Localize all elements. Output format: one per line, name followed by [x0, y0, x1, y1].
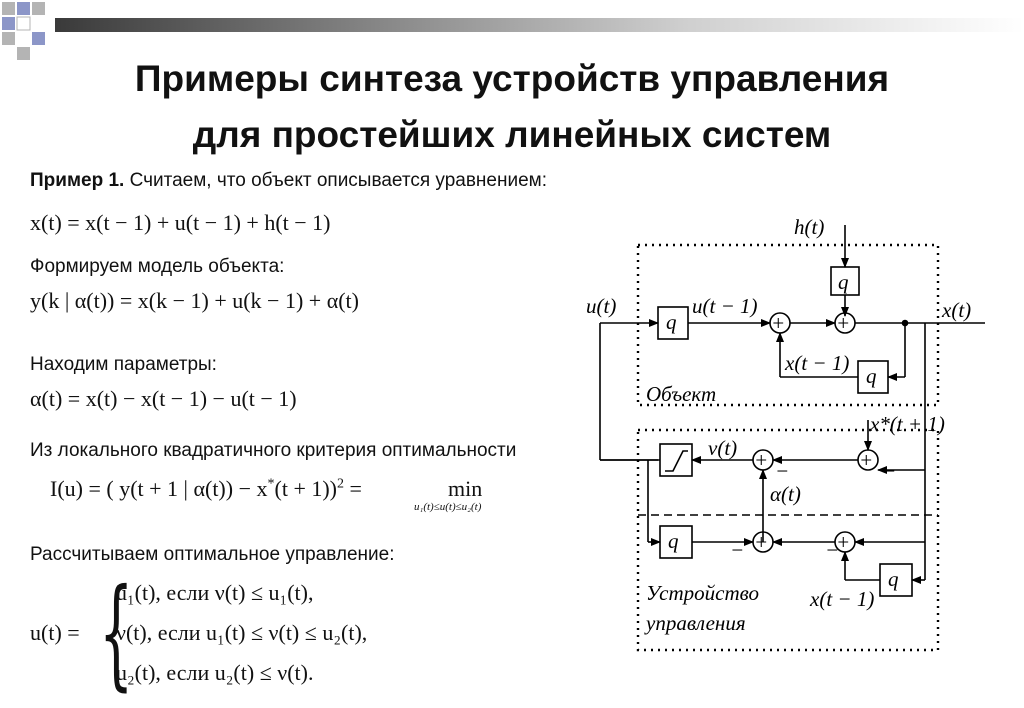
top-bar: [55, 18, 1024, 32]
brace-symbol: {: [99, 564, 134, 703]
label-nu: ν(t): [708, 436, 737, 460]
corner-decoration: [2, 2, 45, 60]
controller-label-2: управления: [644, 611, 746, 635]
control-lhs: u(t) =: [30, 620, 80, 645]
block-diagram: h(t) q u(t) q u(t − 1) + + x(t) x(t − 1)…: [586, 215, 985, 652]
plus-3: +: [754, 448, 768, 472]
label-x: x(t): [941, 298, 971, 322]
criterion-min: min: [448, 476, 483, 501]
q-label-h: q: [838, 270, 849, 294]
plus-2: +: [836, 311, 850, 335]
minus-4: −: [825, 538, 839, 562]
control-case-1: u₁(t), если ν(t) ≤ u₁(t),: [116, 580, 314, 605]
criterion-mid: (t + 1)): [274, 476, 338, 501]
label-xstar: x*(t + 1): [869, 412, 945, 436]
q-label-x-controller: q: [888, 567, 899, 591]
example-text: Считаем, что объект описывается уравнени…: [124, 170, 547, 191]
q-label-u: q: [666, 310, 677, 334]
label-x-delay: x(t − 1): [784, 351, 849, 375]
plus-4: +: [859, 448, 873, 472]
control-case-3: u₂(t), если u₂(t) ≤ ν(t).: [116, 660, 314, 685]
label-u: u(t): [586, 294, 616, 318]
object-boundary: [636, 243, 940, 407]
example-heading: Пример 1. Считаем, что объект описываетс…: [30, 170, 547, 192]
criterion-text: Из локального квадратичного критерия опт…: [30, 440, 517, 461]
object-equation: x(t) = x(t − 1) + u(t − 1) + h(t − 1): [30, 210, 331, 235]
model-text: Формируем модель объекта:: [30, 256, 285, 277]
model-equation: y(k | α(t)) = x(k − 1) + u(k − 1) + α(t): [30, 288, 359, 313]
minus-1: −: [775, 459, 789, 483]
example-label: Пример 1.: [30, 170, 125, 191]
page-title-line1: Примеры синтеза устройств управления: [134, 58, 890, 99]
params-text: Находим параметры:: [30, 354, 217, 375]
params-equation: α(t) = x(t) − x(t − 1) − u(t − 1): [30, 386, 297, 411]
q-label-x: q: [866, 364, 877, 388]
control-case-2: ν(t), если u₁(t) ≤ ν(t) ≤ u₂(t),: [116, 620, 368, 645]
criterion-eq-sign: =: [344, 476, 362, 501]
q-label-controller: q: [668, 529, 679, 553]
label-u-delay: u(t − 1): [692, 294, 758, 318]
controller-label-1: Устройство: [646, 581, 759, 605]
criterion-lhs: I(u) = ( y(t + 1 | α(t)) − x: [50, 476, 268, 501]
plus-6: +: [836, 530, 850, 554]
criterion-equation: I(u) = ( y(t + 1 | α(t)) − x*(t + 1))2 =: [50, 476, 362, 502]
label-alpha: α(t): [770, 482, 801, 506]
criterion-condition: u₁(t)≤u(t)≤u₂(t): [414, 501, 482, 513]
control-text: Рассчитываем оптимальное управление:: [30, 544, 395, 565]
label-x-delay-2: x(t − 1): [809, 587, 874, 611]
minus-3: −: [730, 538, 744, 562]
saturation-block: [659, 443, 693, 477]
minus-2: −: [882, 459, 896, 483]
page-title-line2: для простейших линейных систем: [192, 114, 832, 155]
object-label: Объект: [646, 382, 716, 406]
plus-1: +: [771, 311, 785, 335]
plus-5: +: [754, 530, 768, 554]
label-h: h(t): [794, 215, 824, 239]
criterion-star: *: [267, 476, 275, 492]
criterion-power: 2: [337, 476, 344, 492]
